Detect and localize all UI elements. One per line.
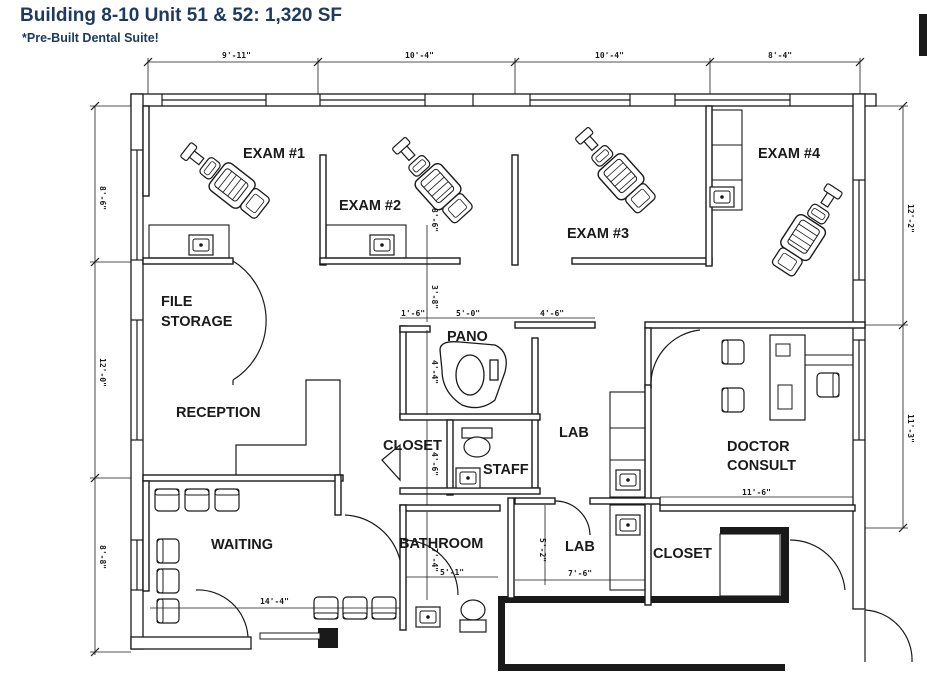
thick-bottom-walls bbox=[259, 527, 789, 671]
label-waiting: WAITING bbox=[211, 537, 273, 553]
label-reception: RECEPTION bbox=[176, 405, 261, 421]
header: Building 8-10 Unit 51 & 52: 1,320 SF *Pr… bbox=[0, 0, 927, 56]
dim-hall: 3'-8" bbox=[430, 285, 439, 309]
label-closet-right: CLOSET bbox=[653, 546, 712, 562]
dim-waiting-width: 14'-4" bbox=[260, 597, 289, 606]
exterior-walls bbox=[130, 93, 877, 650]
label-exam2: EXAM #2 bbox=[339, 198, 401, 214]
label-staff: STAFF bbox=[483, 462, 529, 478]
dim-left-2: 12'-0" bbox=[98, 358, 107, 387]
dim-pano-depth: 4'-4" bbox=[430, 360, 439, 384]
dim-pano-4-6: 4'-6" bbox=[540, 309, 564, 318]
dim-left-1: 8'-6" bbox=[98, 186, 107, 210]
page-subtitle: *Pre-Built Dental Suite! bbox=[22, 31, 159, 45]
consult-chairs bbox=[721, 339, 840, 413]
dim-exam2-depth: 8'-6" bbox=[430, 208, 439, 232]
label-lab-upper: LAB bbox=[559, 425, 589, 441]
toilet-bathroom bbox=[459, 599, 487, 633]
pano-machine bbox=[439, 341, 507, 409]
dim-pano-1-6: 1'-6" bbox=[401, 309, 425, 318]
label-exam4: EXAM #4 bbox=[758, 146, 820, 162]
label-lab-lower: LAB bbox=[565, 539, 595, 555]
page-title: Building 8-10 Unit 51 & 52: 1,320 SF bbox=[20, 5, 343, 26]
sink-exam1 bbox=[188, 234, 214, 256]
sink-staff bbox=[455, 467, 481, 489]
label-consult: CONSULT bbox=[727, 458, 796, 474]
dimension-lines bbox=[90, 57, 908, 657]
page-edge-mark bbox=[919, 14, 927, 56]
dim-left-3: 8'-8" bbox=[98, 545, 107, 569]
interior-walls bbox=[142, 105, 866, 631]
label-storage: STORAGE bbox=[161, 314, 233, 330]
dim-right-2: 11'-3" bbox=[906, 414, 915, 443]
label-bathroom: BATHROOM bbox=[399, 536, 483, 552]
dim-top-1: 9'-11" bbox=[222, 51, 251, 60]
label-exam3: EXAM #3 bbox=[567, 226, 629, 242]
dim-consult-width: 11'-6" bbox=[742, 488, 771, 497]
dim-top-3: 10'-4" bbox=[595, 51, 624, 60]
sink-bathroom bbox=[415, 606, 441, 628]
dim-top-4: 8'-4" bbox=[768, 51, 792, 60]
sink-exam2 bbox=[369, 234, 395, 256]
dim-lab-depth: 5'-2" bbox=[538, 538, 547, 562]
sink-lab-lower bbox=[615, 514, 641, 536]
dim-bath-depth: 7'-4" bbox=[430, 548, 439, 572]
dim-right-1: 12'-2" bbox=[906, 204, 915, 233]
label-doctor: DOCTOR bbox=[727, 439, 790, 455]
dim-top-2: 10'-4" bbox=[405, 51, 434, 60]
room-labels: EXAM #1 EXAM #2 EXAM #3 EXAM #4 FILE STO… bbox=[161, 146, 820, 562]
label-closet-left: CLOSET bbox=[383, 438, 442, 454]
label-pano: PANO bbox=[447, 329, 488, 345]
dental-chair-exam3 bbox=[568, 120, 661, 218]
dimension-labels: 9'-11" 10'-4" 10'-4" 8'-4" 8'-6" 12'-0" … bbox=[98, 51, 915, 606]
label-file: FILE bbox=[161, 294, 193, 310]
sink-lab-upper bbox=[615, 469, 641, 491]
toilet-staff bbox=[461, 427, 493, 458]
dim-lab-width: 7'-6" bbox=[568, 569, 592, 578]
label-exam1: EXAM #1 bbox=[243, 146, 305, 162]
dim-closet-depth: 4'-6" bbox=[430, 452, 439, 476]
doors bbox=[195, 260, 913, 663]
dim-pano-5-0: 5'-0" bbox=[456, 309, 480, 318]
sink-exam4 bbox=[709, 186, 735, 208]
dental-chair-exam4 bbox=[766, 178, 851, 281]
dim-bath-width: 5'-1" bbox=[440, 568, 464, 577]
